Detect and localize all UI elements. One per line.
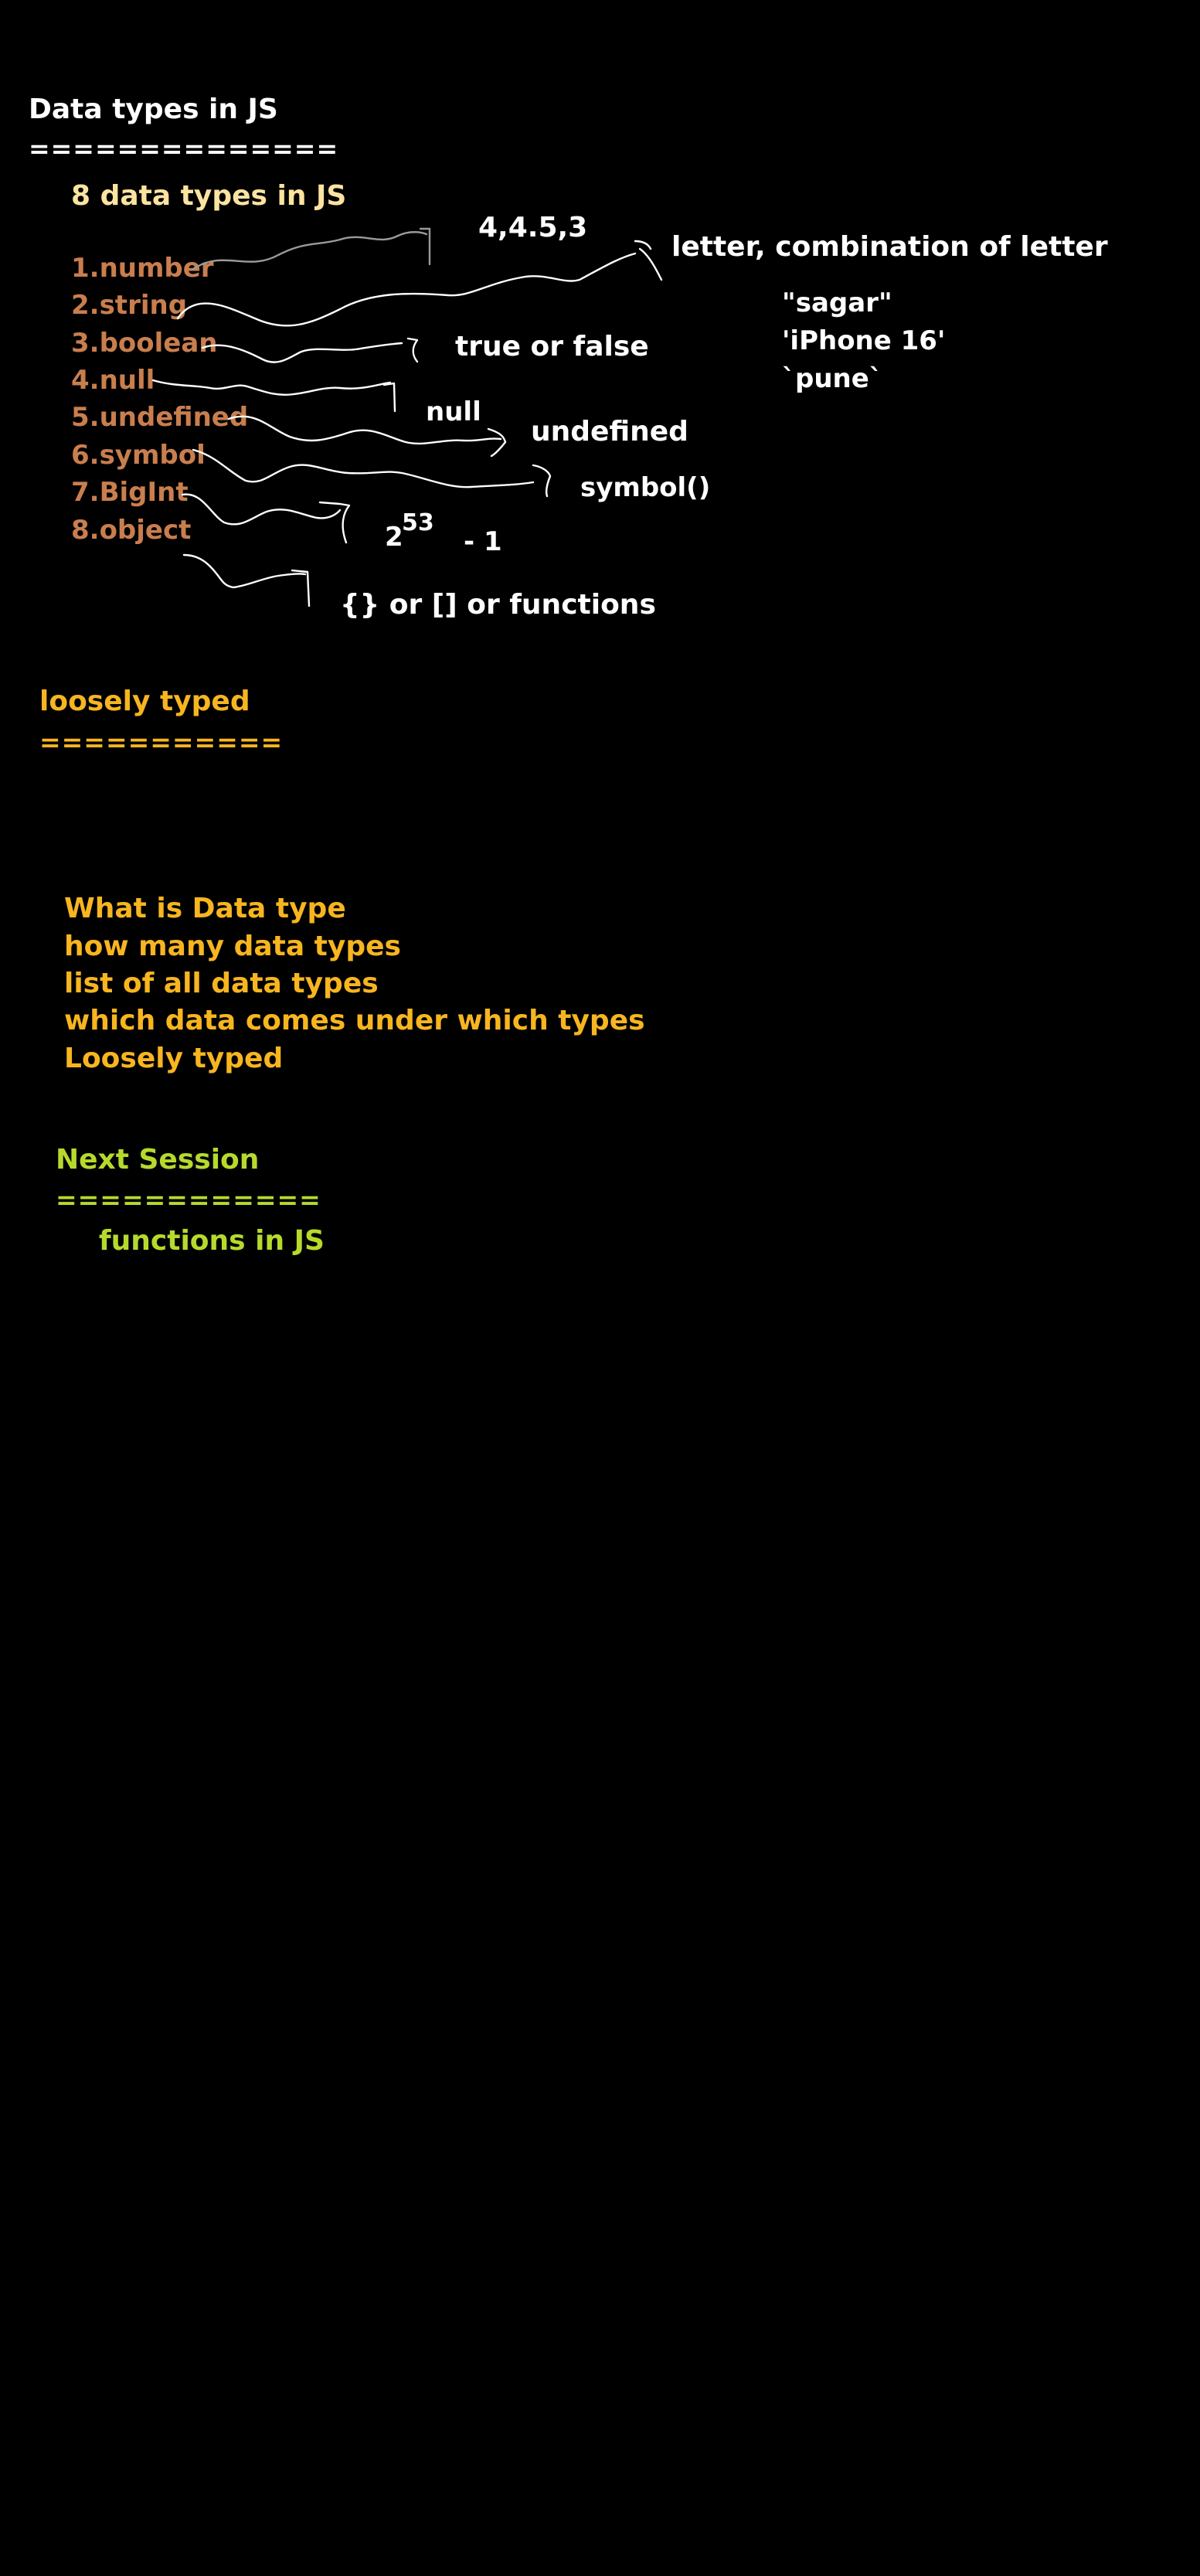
- list-item: 8.object: [71, 515, 192, 546]
- string-example: `pune`: [782, 363, 882, 394]
- null-description: null: [426, 396, 481, 427]
- loosely-typed-underline: ===========: [39, 727, 284, 757]
- bigint-exponent: 53: [402, 509, 434, 536]
- recap-item: which data comes under which types: [64, 1005, 645, 1036]
- recap-item: What is Data type: [64, 893, 346, 924]
- list-item: 1.number: [71, 253, 214, 284]
- list-item: 2.string: [71, 290, 188, 321]
- undefined-description: undefined: [531, 416, 688, 447]
- next-session-underline: ============: [56, 1185, 321, 1215]
- symbol-description: symbol(): [580, 472, 711, 503]
- recap-item: Loosely typed: [64, 1043, 284, 1074]
- list-item: 6.symbol: [71, 440, 206, 471]
- string-description: letter, combination of letter: [671, 231, 1108, 263]
- number-examples: 4,4.5,3: [478, 212, 588, 243]
- title-underline: ==============: [29, 134, 339, 164]
- string-example: 'iPhone 16': [782, 325, 946, 356]
- object-description: {} or [] or functions: [340, 589, 656, 621]
- string-example: "sagar": [782, 288, 892, 318]
- next-session-topic: functions in JS: [99, 1225, 325, 1257]
- list-item: 4.null: [71, 365, 155, 396]
- types-subtitle: 8 data types in JS: [71, 180, 347, 212]
- loosely-typed-title: loosely typed: [39, 686, 250, 717]
- recap-item: how many data types: [64, 931, 401, 962]
- page-title: Data types in JS: [29, 94, 278, 125]
- list-item: 5.undefined: [71, 402, 249, 433]
- bigint-tail: - 1: [464, 526, 502, 557]
- list-item: 3.boolean: [71, 328, 218, 359]
- next-session-title: Next Session: [56, 1144, 260, 1176]
- boolean-description: true or false: [455, 331, 649, 362]
- recap-item: list of all data types: [64, 968, 379, 999]
- bigint-base: 2: [385, 522, 403, 553]
- list-item: 7.BigInt: [71, 477, 189, 508]
